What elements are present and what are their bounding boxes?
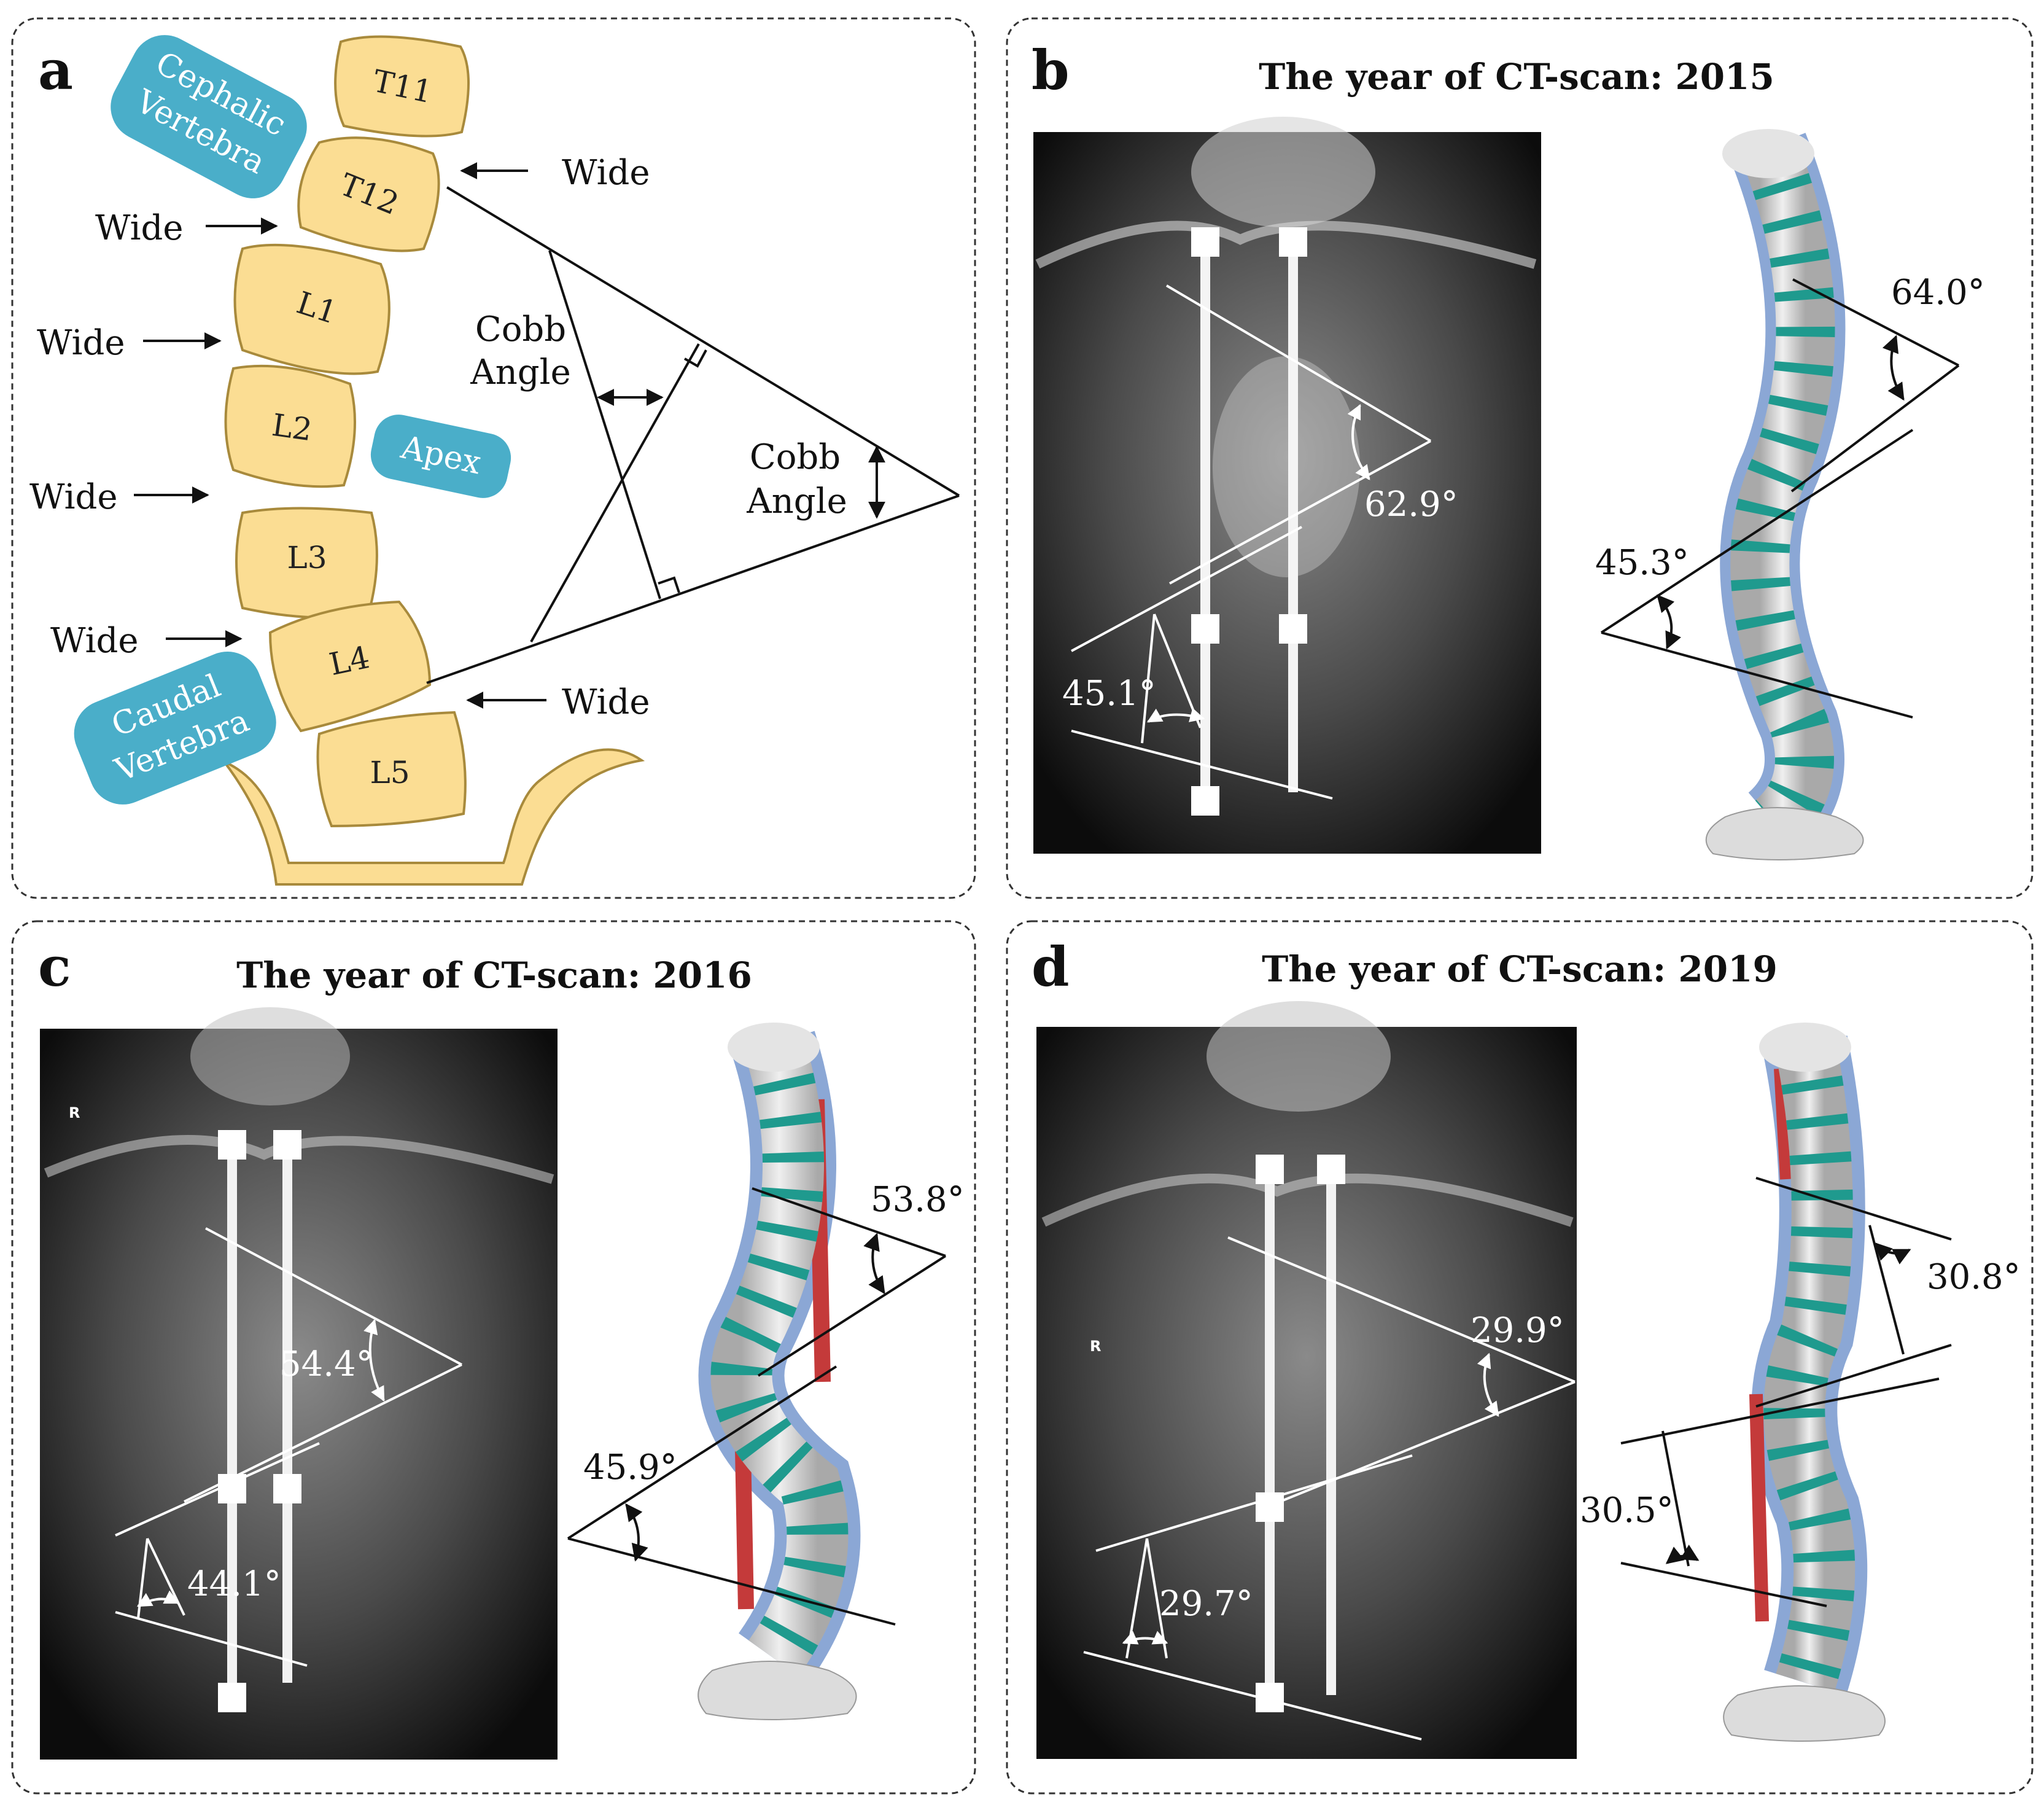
spine-3d-model-2019 <box>1723 1023 1886 1742</box>
panel-b-title: The year of CT-scan: 2015 <box>1259 56 1774 98</box>
cobb-angle-label-right: Cobb <box>750 437 841 477</box>
xray-angle-label: 29.9° <box>1471 1311 1564 1351</box>
model-cobb-lines-2019 <box>1620 1177 1952 1607</box>
pelvis-outline <box>223 748 645 886</box>
model-angle-label: 45.3° <box>1595 543 1689 583</box>
xray-image-2016 <box>40 1007 558 1760</box>
panel-a-border <box>11 17 976 899</box>
cobb-angle-label-right: Angle <box>746 481 847 521</box>
model-cobb-lines-2016 <box>567 1187 947 1626</box>
cobb-angle-geometry <box>426 186 960 684</box>
xray-marker-r: R <box>1090 1338 1101 1355</box>
panel-b: b The year of CT-scan: 2015 62.9° <box>1006 17 2034 899</box>
model-angle-label: 30.8° <box>1927 1257 2021 1297</box>
model-cobb-lines-2015 <box>1600 278 1960 719</box>
panel-d-border <box>1006 920 2034 1795</box>
xray-angle-label: 29.7° <box>1159 1584 1253 1624</box>
vertebra-label: L4 <box>326 639 373 682</box>
vertebra-l5: L5 <box>316 711 467 828</box>
panel-b-letter: b <box>1032 38 1070 102</box>
panel-d-letter: d <box>1032 935 1070 999</box>
panel-a: a T11 T12 L1 L2 L3 L4 L5 <box>11 17 976 899</box>
cobb-angle-label-left: Angle <box>470 353 570 392</box>
vertebra-l1: L1 <box>233 243 391 375</box>
panel-c-title: The year of CT-scan: 2016 <box>236 954 752 996</box>
panel-b-border <box>1006 17 2034 899</box>
spine-3d-model-2015 <box>1705 129 1864 860</box>
xray-cobb-lines-2016 <box>115 1227 462 1667</box>
xray-angle-label: 54.4° <box>279 1344 373 1384</box>
cobb-angle-label-left: Cobb <box>475 310 566 349</box>
panel-a-letter: a <box>38 38 73 102</box>
vertebra-l2: L2 <box>224 364 356 488</box>
xray-image-2019 <box>1036 1001 1577 1759</box>
panel-c-letter: c <box>38 935 71 999</box>
panel-d: d The year of CT-scan: 2019 R 29.9° 29.7… <box>1006 920 2034 1795</box>
vertebra-label: L5 <box>370 755 410 790</box>
xray-marker-r: R <box>69 1104 80 1121</box>
xray-angle-label: 44.1° <box>187 1564 281 1604</box>
model-angle-label: 53.8° <box>871 1180 965 1220</box>
wide-label: Wide <box>29 477 117 517</box>
xray-cobb-lines-2019 <box>1083 1236 1576 1741</box>
wide-label: Wide <box>562 153 650 193</box>
wide-label: Wide <box>562 682 650 722</box>
spine-3d-model-2016 <box>698 1023 861 1720</box>
wide-label: Wide <box>95 208 183 248</box>
vertebra-label: L2 <box>270 407 314 448</box>
panel-c: c The year of CT-scan: 2016 R 54.4° 4 <box>11 920 976 1795</box>
xray-angle-label: 45.1° <box>1062 674 1156 714</box>
model-angle-label: 64.0° <box>1891 273 1985 313</box>
vertebra-t12: T12 <box>297 136 440 252</box>
wide-annotations: Wide Wide Wide Wide Wide Wide <box>29 153 650 722</box>
vertebra-t11: T11 <box>334 35 470 138</box>
xray-image-2015 <box>1033 117 1541 854</box>
wide-label: Wide <box>50 621 138 661</box>
panel-c-border <box>11 920 976 1795</box>
model-angle-label: 30.5° <box>1580 1491 1674 1530</box>
xray-angle-label: 62.9° <box>1364 485 1458 524</box>
panel-d-title: The year of CT-scan: 2019 <box>1262 948 1778 990</box>
apex-badge: Apex <box>370 415 511 498</box>
wide-label: Wide <box>37 323 125 363</box>
vertebra-l4: L4 <box>268 600 432 733</box>
model-angle-label: 45.9° <box>583 1448 677 1487</box>
xray-cobb-lines-2015 <box>1071 284 1432 800</box>
vertebra-label: L3 <box>287 540 327 575</box>
cephalic-vertebra-badge: Cephalic Vertebra <box>111 35 307 198</box>
vertebra-l3: L3 <box>235 507 378 619</box>
